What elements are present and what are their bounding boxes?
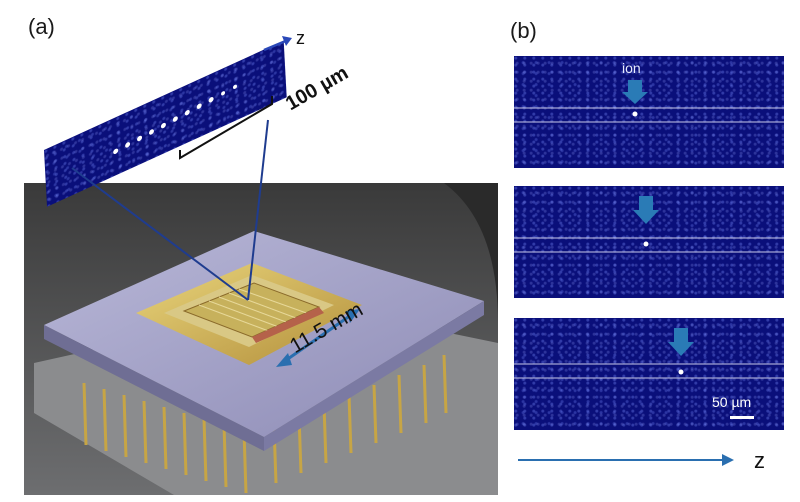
axis-label-z-a: z xyxy=(296,28,305,48)
ion-arrow-1 xyxy=(622,80,648,104)
ion-image-3: 50 µm xyxy=(514,318,784,430)
ion-spot-1 xyxy=(632,111,638,117)
ion-label: ion xyxy=(622,60,641,76)
ion-arrow-2 xyxy=(633,196,659,224)
panel-a-label: (a) xyxy=(28,14,55,39)
ion-arrow-3 xyxy=(668,328,694,356)
ion-image-2 xyxy=(514,186,784,298)
ion-crystal-image xyxy=(44,40,287,207)
ion-spot-3 xyxy=(678,369,684,375)
ion-chain xyxy=(113,84,237,155)
ion-image-1: ion xyxy=(514,56,784,168)
scale-bar-50um: 50 µm xyxy=(712,394,752,410)
scale-bar-50um-line xyxy=(730,416,754,419)
chip-photo xyxy=(24,183,498,495)
ion-spot-2 xyxy=(643,241,649,247)
panel-b-label: (b) xyxy=(510,18,537,43)
axis-label-z-b: z xyxy=(754,448,765,473)
